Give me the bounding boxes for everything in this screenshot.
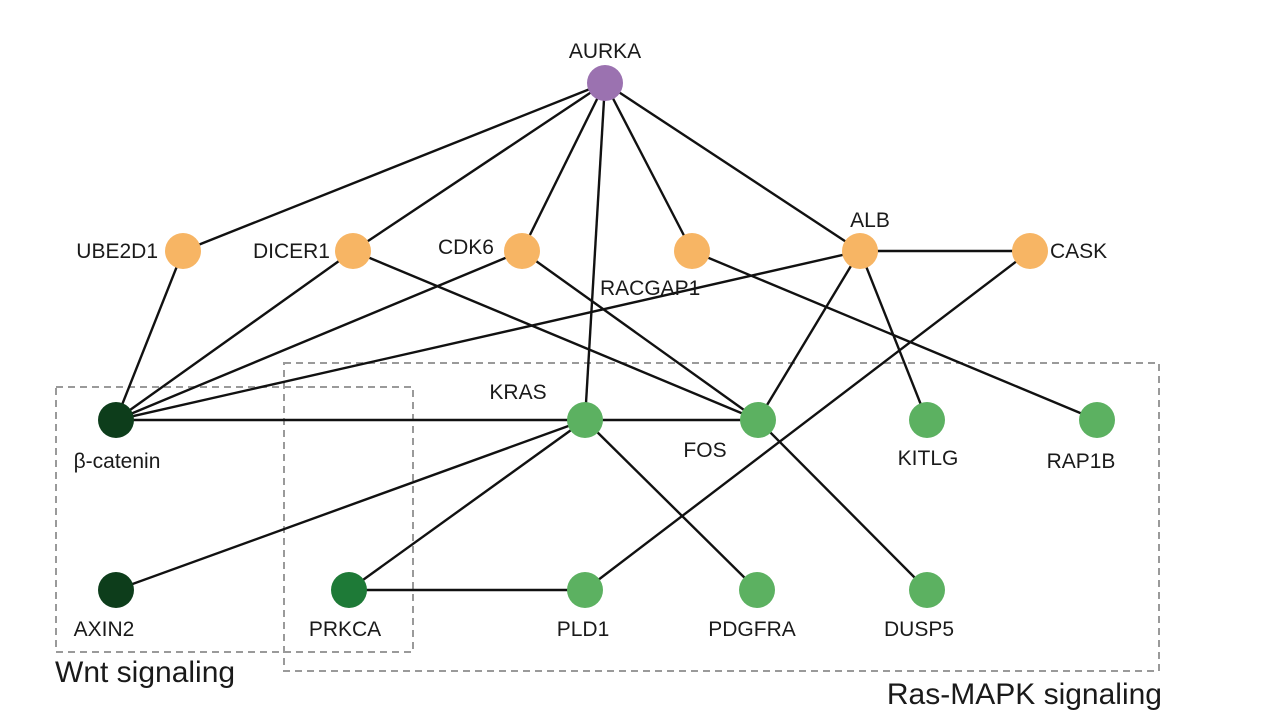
node-prkca	[331, 572, 367, 608]
edge-dicer1-fos	[352, 249, 759, 422]
node-label-dusp5: DUSP5	[884, 618, 954, 641]
edge-aurka-dicer1	[352, 82, 606, 252]
edge-alb-kitlg	[858, 250, 929, 421]
node-cdk6	[504, 233, 540, 269]
node-cask	[1012, 233, 1048, 269]
edge-cdk6-fos	[521, 250, 759, 421]
node-ube2d1	[165, 233, 201, 269]
node-label-rap1b: RAP1B	[1047, 450, 1116, 473]
node-pdgfra	[739, 572, 775, 608]
ras-group-label: Ras-MAPK signaling	[887, 678, 1162, 711]
node-label-cdk6: CDK6	[438, 236, 494, 259]
node-label-cask: CASK	[1050, 240, 1107, 263]
node-bcat	[98, 402, 134, 438]
edge-aurka-cdk6	[520, 82, 607, 252]
node-label-kitlg: KITLG	[898, 447, 959, 470]
edge-kras-axin2	[115, 418, 586, 592]
node-dicer1	[335, 233, 371, 269]
edge-aurka-alb	[604, 81, 861, 253]
edge-kras-pdgfra	[584, 419, 758, 591]
node-fos	[740, 402, 776, 438]
edge-aurka-ube2d1	[182, 81, 606, 253]
edge-ube2d1-bcat	[114, 250, 185, 421]
edge-alb-bcat	[115, 249, 861, 422]
nodes	[98, 65, 1115, 608]
edge-aurka-kras	[583, 82, 607, 421]
node-kitlg	[909, 402, 945, 438]
node-aurka	[587, 65, 623, 101]
node-label-prkca: PRKCA	[309, 618, 381, 641]
edge-kras-prkca	[348, 419, 586, 591]
wnt-group-label: Wnt signaling	[55, 656, 235, 689]
node-label-bcat: β-catenin	[74, 450, 161, 473]
edge-cask-pld1	[584, 250, 1031, 591]
node-dusp5	[909, 572, 945, 608]
node-label-alb: ALB	[850, 209, 890, 232]
node-kras	[567, 402, 603, 438]
node-alb	[842, 233, 878, 269]
node-label-dicer1: DICER1	[253, 240, 330, 263]
edges	[114, 81, 1098, 592]
node-label-axin2: AXIN2	[74, 618, 135, 641]
node-rap1b	[1079, 402, 1115, 438]
node-axin2	[98, 572, 134, 608]
node-label-aurka: AURKA	[569, 40, 641, 63]
node-racgap1	[674, 233, 710, 269]
edge-aurka-racgap1	[603, 82, 694, 252]
node-label-racgap1: RACGAP1	[600, 277, 700, 300]
edge-cdk6-bcat	[115, 249, 523, 422]
ras-group-box	[283, 362, 1160, 672]
edge-fos-dusp5	[757, 419, 928, 591]
node-label-fos: FOS	[683, 439, 726, 462]
node-pld1	[567, 572, 603, 608]
edge-alb-fos	[756, 250, 862, 421]
node-label-pld1: PLD1	[557, 618, 610, 641]
node-label-kras: KRAS	[489, 381, 546, 404]
node-label-pdgfra: PDGFRA	[708, 618, 796, 641]
edge-dicer1-bcat	[115, 250, 354, 421]
node-label-ube2d1: UBE2D1	[76, 240, 158, 263]
